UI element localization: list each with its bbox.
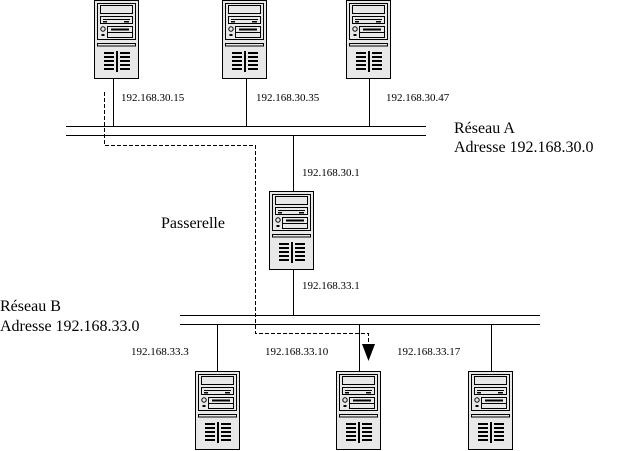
network-a-address: Adresse 192.168.30.0 (454, 139, 594, 156)
route-path-dashed (104, 92, 369, 346)
network-b-address: Adresse 192.168.33.0 (0, 318, 140, 335)
computer-tower-icon (195, 371, 240, 450)
host-a3-ip: 192.168.30.47 (386, 92, 450, 104)
computer-tower-icon (468, 371, 513, 450)
gateway-ip-a: 192.168.30.1 (302, 167, 360, 179)
computer-tower-icon (222, 0, 267, 79)
host-b3-ip: 192.168.33.17 (397, 346, 461, 358)
computer-tower-icon (336, 371, 381, 450)
host-b2-ip: 192.168.33.10 (265, 346, 329, 358)
host-b1-ip: 192.168.33.3 (131, 346, 189, 358)
network-b-name: Réseau B (0, 298, 61, 315)
gateway-label: Passerelle (161, 215, 225, 232)
computer-tower-icon (94, 0, 139, 79)
route-arrowhead-icon (362, 344, 375, 361)
network-a-name: Réseau A (454, 120, 515, 137)
computer-tower-icon (346, 0, 391, 79)
gateway-ip-b: 192.168.33.1 (302, 280, 360, 292)
host-a1-ip: 192.168.30.15 (121, 92, 185, 104)
host-a2-ip: 192.168.30.35 (256, 92, 320, 104)
computer-tower-icon (269, 191, 314, 270)
